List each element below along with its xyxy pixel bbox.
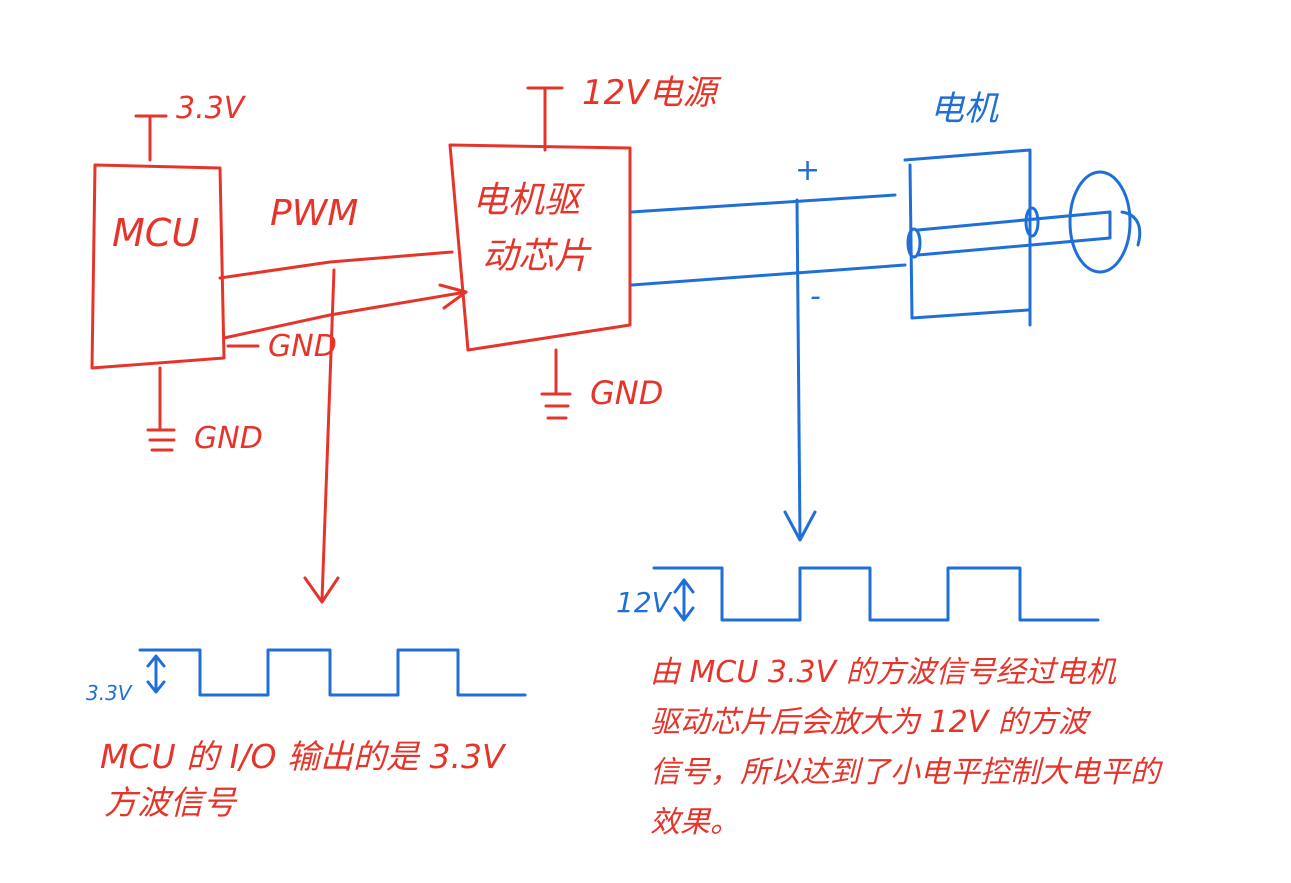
minus-label: - (810, 279, 821, 314)
left-waveform: 3.3V (86, 648, 527, 705)
right-square-wave (652, 566, 1100, 622)
left-amplitude-label: 3.3V (86, 681, 133, 705)
plus-label: + (795, 153, 820, 188)
motor-block: 电机 (903, 89, 1142, 327)
mcu-gnd-symbol (146, 366, 176, 452)
mcu-box (90, 163, 226, 370)
right-note-line1: 由 MCU 3.3V 的方波信号经过电机 (650, 655, 1117, 690)
gnd-wire-arrow (438, 283, 468, 310)
left-note: MCU 的 I/O 输出的是 3.3V 方波信号 (100, 737, 507, 822)
right-note-line3: 信号，所以达到了小电平控制大电平的 (650, 755, 1163, 790)
motor-rotor (1068, 170, 1132, 274)
left-note-line1: MCU 的 I/O 输出的是 3.3V (100, 737, 507, 776)
driver-supply-label: 12V电源 (582, 73, 723, 113)
driver-gnd-label: GND (590, 374, 663, 412)
pwm-label: PWM (270, 193, 358, 234)
motor-shaft (916, 210, 1112, 257)
left-note-line2: 方波信号 (104, 783, 238, 822)
minus-wire (630, 263, 907, 287)
right-amplitude-arrow (673, 578, 695, 622)
gnd-wire (222, 290, 468, 340)
right-probe-arrow (783, 198, 817, 542)
driver-label-line1: 电机驱 (472, 180, 585, 221)
left-square-wave (138, 648, 527, 697)
driver-block: 电机驱 动芯片 12V电源 GND (448, 73, 723, 420)
plus-wire (630, 193, 897, 214)
motor-label: 电机 (930, 89, 999, 129)
right-note-line2: 驱动芯片后会放大为 12V 的方波 (650, 705, 1092, 740)
left-probe-arrow (303, 268, 340, 604)
mcu-block: MCU 3.3V GND (90, 91, 263, 456)
driver-supply-line (526, 86, 564, 152)
left-amplitude-arrow (146, 654, 166, 694)
signal-gnd-label: GND (268, 329, 337, 364)
mcu-supply-label: 3.3V (176, 91, 247, 126)
right-waveform: 12V (616, 566, 1100, 622)
pwm-wire (218, 250, 454, 280)
driver-box (448, 143, 632, 352)
mcu-label: MCU (112, 211, 199, 255)
shaft-end-right (1024, 206, 1040, 238)
right-note-line4: 效果。 (650, 805, 740, 840)
motor-body (903, 148, 1032, 327)
pwm-wires: PWM GND (218, 193, 468, 604)
right-amplitude-label: 12V (616, 586, 673, 619)
shaft-end-left (906, 227, 922, 259)
right-note: 由 MCU 3.3V 的方波信号经过电机 驱动芯片后会放大为 12V 的方波 信… (650, 655, 1163, 840)
driver-label-line2: 动芯片 (482, 236, 592, 277)
rotation-mark (1120, 210, 1142, 247)
output-wires: + - (630, 153, 907, 542)
mcu-supply-line (134, 114, 168, 162)
driver-gnd-symbol (540, 348, 572, 420)
mcu-gnd-label: GND (194, 421, 263, 456)
